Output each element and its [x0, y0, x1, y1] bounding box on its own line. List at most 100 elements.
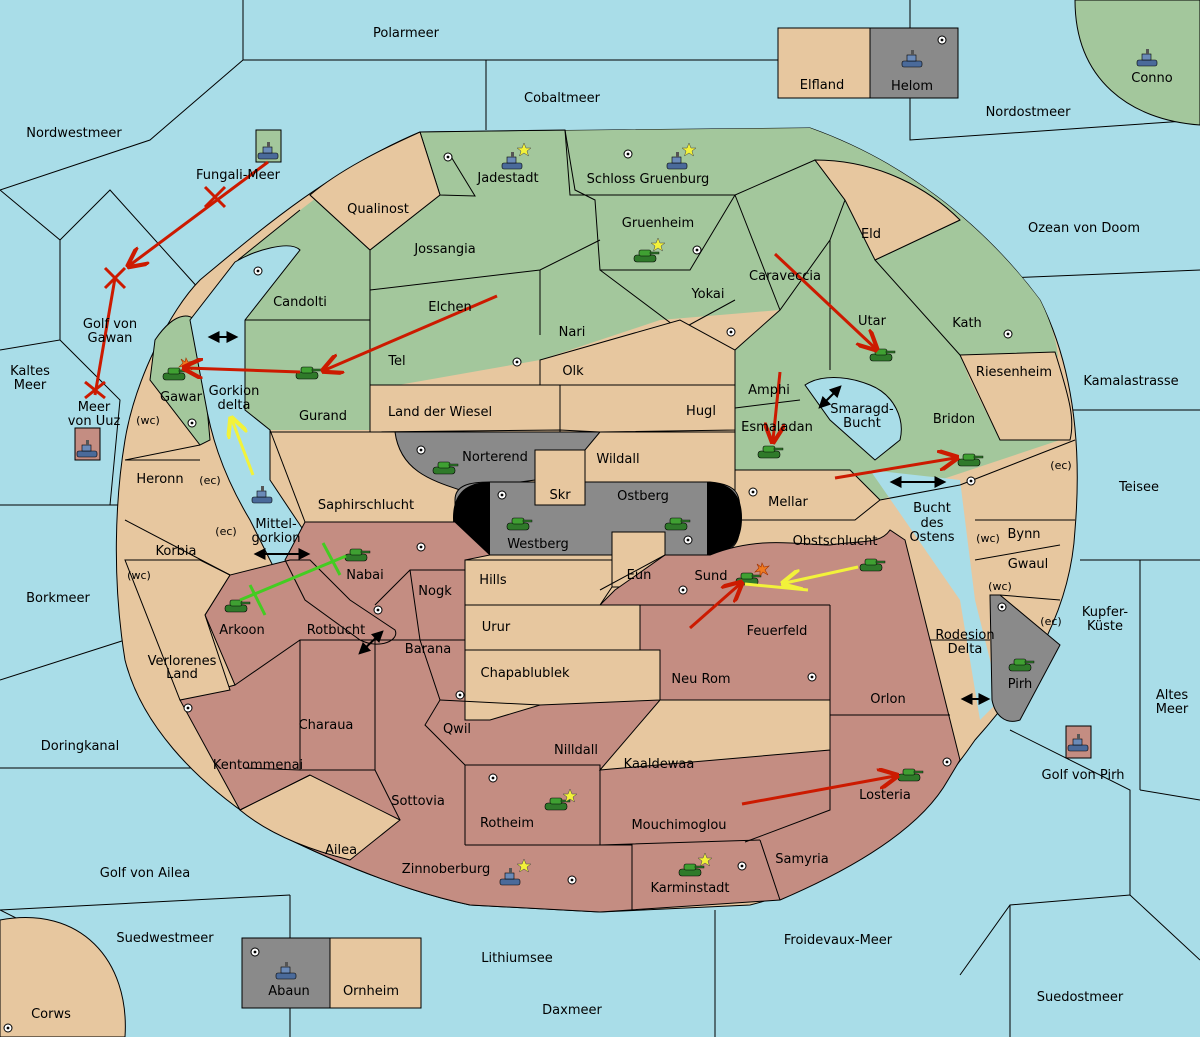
central-tan-band[interactable]: [369, 319, 736, 433]
west-borders: [124, 429, 1076, 641]
red-borders: [124, 459, 950, 910]
kath-label: Kath: [952, 316, 982, 331]
coast-wc-label: (wc): [136, 414, 160, 427]
ostberg-label: Ostberg: [617, 489, 669, 504]
verlorenes-land-territory[interactable]: [124, 559, 231, 701]
norterend-label: Norterend: [462, 450, 528, 465]
barana-label: Barana: [405, 642, 451, 657]
coast-ec-label: (ec): [1050, 459, 1071, 472]
westberg-label: Westberg: [507, 537, 569, 552]
connection-arrows: [207, 331, 991, 705]
nordostmeer-label: Nordostmeer: [986, 105, 1072, 120]
kaltes-label-2: Meer: [14, 378, 47, 393]
ailea-label: Ailea: [325, 843, 357, 858]
daxmeer-label: Daxmeer: [542, 1003, 602, 1018]
gawar-label: Gawar: [160, 390, 203, 405]
sottovia-label: Sottovia: [391, 794, 445, 809]
pirh-territory[interactable]: [989, 594, 1061, 722]
candolti-label: Candolti: [273, 295, 327, 310]
nordwestmeer-label: Nordwestmeer: [26, 126, 122, 141]
central-fortress[interactable]: [454, 481, 741, 556]
hills-label: Hills: [479, 573, 507, 588]
riesenheim-territory[interactable]: [959, 351, 1073, 441]
elfland-label: Elfland: [800, 78, 844, 93]
skr-territory[interactable]: [534, 449, 586, 506]
ostberg-gate: [707, 482, 742, 555]
orlon-label: Orlon: [870, 692, 905, 707]
kupfer-label-1: Kupfer-: [1082, 605, 1128, 620]
gorkion-label-1: Gorkion: [209, 384, 260, 399]
schloss-label: Schloss Gruenburg: [587, 172, 710, 187]
coast-ec-label: (ec): [215, 525, 236, 538]
smaragd-label-2: Bucht: [843, 416, 881, 431]
altes-label-2: Meer: [1156, 702, 1189, 717]
corws-territory[interactable]: [0, 917, 126, 1037]
kaaldewaa-label: Kaaldewaa: [624, 757, 695, 772]
kentommenai-label: Kentommenai: [213, 758, 303, 773]
teisee-label: Teisee: [1118, 480, 1159, 495]
arkoon-label: Arkoon: [219, 623, 264, 638]
mouchimoglou-label: Mouchimoglou: [631, 818, 726, 833]
samyria-label: Samyria: [775, 852, 829, 867]
land-wiesel-label: Land der Wiesel: [388, 405, 492, 420]
uuz-label-1: Meer: [78, 400, 111, 415]
ailea-territory[interactable]: [239, 774, 401, 861]
korbia-label: Korbia: [155, 544, 196, 559]
olk-label: Olk: [562, 364, 584, 379]
bucht-label-3: Ostens: [909, 530, 954, 545]
bynn-label: Bynn: [1007, 527, 1040, 542]
hills-territory[interactable]: [464, 559, 613, 606]
utar-label: Utar: [858, 314, 887, 329]
mellar-label: Mellar: [768, 495, 808, 510]
altes-label-1: Altes: [1156, 688, 1189, 703]
nilldall-label: Nilldall: [554, 743, 598, 758]
ornheim-territory[interactable]: [329, 937, 422, 1009]
rodesion-label-2: Delta: [948, 642, 983, 657]
ornheim-label: Ornheim: [343, 984, 399, 999]
bucht-label-1: Bucht: [913, 501, 951, 516]
yokai-label: Yokai: [690, 287, 724, 302]
smaragd-label-1: Smaragd-: [830, 402, 894, 417]
polarmeer-label: Polarmeer: [373, 26, 440, 41]
eld-territory[interactable]: [813, 159, 961, 261]
qualinost-label: Qualinost: [347, 202, 409, 217]
golf-gawan-label-2: Gawan: [88, 331, 133, 346]
qwil-label: Qwil: [443, 722, 471, 737]
neu-rom-label: Neu Rom: [671, 672, 730, 687]
rotbucht-label: Rotbucht: [307, 623, 365, 638]
gruenheim-label: Gruenheim: [622, 216, 694, 231]
land-labels: Elfland Helom Conno Corws Abaun Ornheim …: [31, 71, 1173, 1022]
saphirschlucht-label: Saphirschlucht: [318, 498, 414, 513]
sund-label: Sund: [695, 569, 728, 584]
abaun-label: Abaun: [268, 984, 310, 999]
golf-ailea-label: Golf von Ailea: [100, 866, 190, 881]
golf-gawan-label-1: Golf von: [83, 317, 137, 332]
charaua-label: Charaua: [299, 718, 354, 733]
elchen-label: Elchen: [428, 300, 471, 315]
feuerfeld-label: Feuerfeld: [747, 624, 808, 639]
esmaladan-label: Esmaladan: [741, 420, 813, 435]
kamalastrasse-label: Kamalastrasse: [1083, 374, 1178, 389]
pirh-label: Pirh: [1008, 677, 1033, 692]
chapablublek-label: Chapablublek: [481, 666, 570, 681]
kaltes-label-1: Kaltes: [10, 364, 50, 379]
karminstadt-label: Karminstadt: [650, 881, 729, 896]
coast-wc-label: (wc): [127, 569, 151, 582]
mittel-label-1: Mittel-: [255, 517, 297, 532]
qualinost-territory[interactable]: [309, 131, 441, 251]
failed-order-crosses: [84, 185, 227, 400]
jossangia-label: Jossangia: [413, 242, 475, 257]
verlorenes-label-2: Land: [166, 667, 198, 682]
borkmeer-label: Borkmeer: [26, 591, 90, 606]
ozean-label: Ozean von Doom: [1028, 221, 1140, 236]
amphi-label: Amphi: [748, 383, 790, 398]
sea-labels: Polarmeer Cobaltmeer Nordwestmeer Nordos…: [10, 26, 1189, 1018]
urur-label: Urur: [482, 620, 511, 635]
eld-label: Eld: [861, 227, 881, 242]
conno-label: Conno: [1131, 71, 1173, 86]
order-arrows: [93, 160, 955, 806]
bucht-label-2: des: [920, 516, 943, 531]
nabai-label: Nabai: [346, 568, 384, 583]
corws-label: Corws: [31, 1007, 71, 1022]
suedostmeer-label: Suedostmeer: [1037, 990, 1124, 1005]
